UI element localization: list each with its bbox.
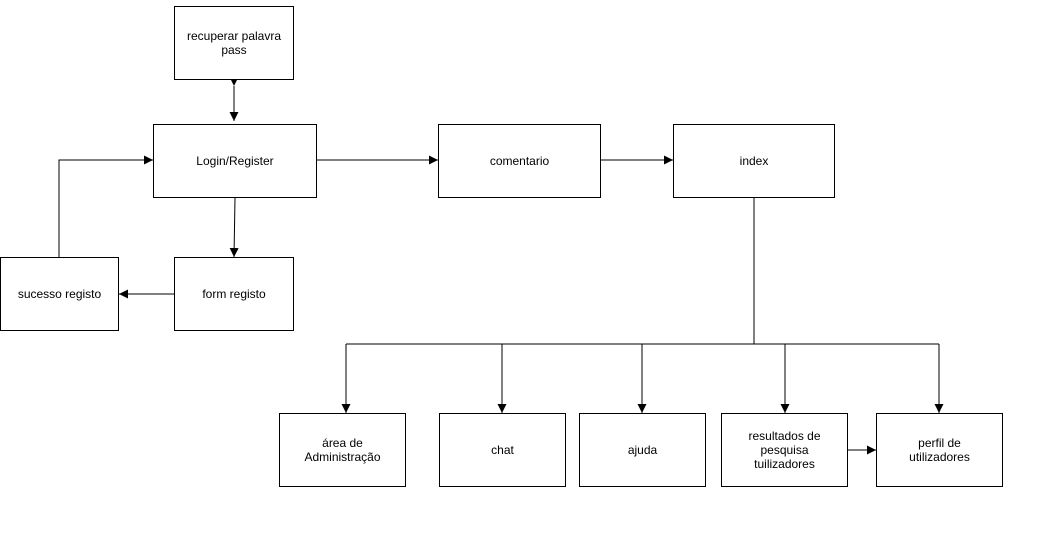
node-chat: chat xyxy=(439,413,566,487)
node-form-registo: form registo xyxy=(174,257,294,331)
node-ajuda: ajuda xyxy=(579,413,706,487)
node-comentario: comentario xyxy=(438,124,601,198)
edge-login-form xyxy=(229,197,239,258)
node-index: index xyxy=(673,124,835,198)
edge-sucesso-login xyxy=(58,155,153,257)
node-login-register: Login/Register xyxy=(153,124,317,198)
node-perfil-utilizadores: perfil de utilizadores xyxy=(876,413,1003,487)
node-sucesso-registo: sucesso registo xyxy=(0,257,119,331)
node-resultados-pesquisa: resultados de pesquisa tuilizadores xyxy=(721,413,848,487)
node-recuperar-palavra-pass: recuperar palavra pass xyxy=(174,6,294,80)
node-area-administracao: área de Administração xyxy=(279,413,406,487)
